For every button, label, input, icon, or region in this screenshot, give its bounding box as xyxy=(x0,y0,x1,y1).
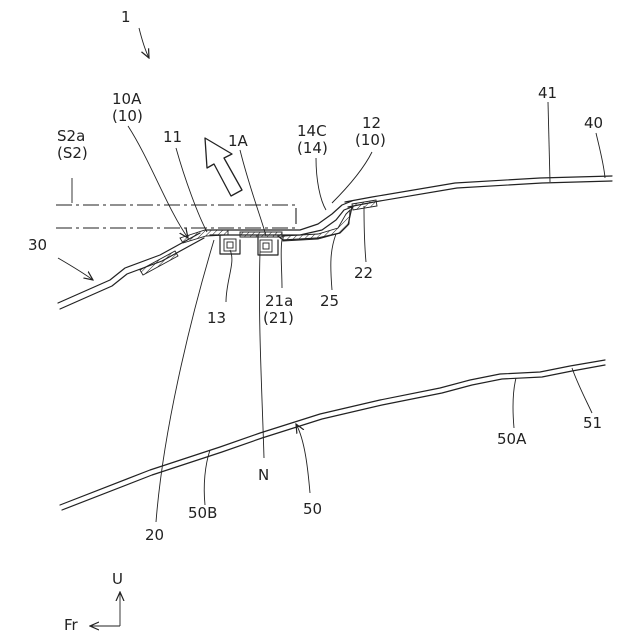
seal-22 xyxy=(352,200,377,210)
label-10A: 10A xyxy=(112,90,142,108)
reference-labels: 1 10A (10) S2a (S2) 11 1A 14C (14) 12 (1… xyxy=(28,8,603,634)
label-N: N xyxy=(258,466,269,484)
label-21a-paren: (21) xyxy=(263,309,294,327)
fastener-13 xyxy=(220,236,240,254)
label-51: 51 xyxy=(583,414,602,432)
label-50: 50 xyxy=(303,500,322,518)
label-14C-paren: (14) xyxy=(297,139,328,157)
label-12: 12 xyxy=(362,114,381,132)
label-41: 41 xyxy=(538,84,557,102)
label-12-paren: (10) xyxy=(355,131,386,149)
label-11: 11 xyxy=(163,128,182,146)
label-30: 30 xyxy=(28,236,47,254)
roof-panel-40 xyxy=(345,176,612,207)
label-1A: 1A xyxy=(228,132,249,150)
label-22: 22 xyxy=(354,264,373,282)
label-10A-paren: (10) xyxy=(112,107,143,125)
direction-indicator xyxy=(90,592,120,626)
panel-10A xyxy=(180,230,282,243)
label-40: 40 xyxy=(584,114,603,132)
label-Fr: Fr xyxy=(64,616,79,634)
fastener-21 xyxy=(258,236,278,255)
label-14C: 14C xyxy=(297,122,327,140)
label-1: 1 xyxy=(121,8,131,26)
label-13: 13 xyxy=(207,309,226,327)
label-25: 25 xyxy=(320,292,339,310)
label-21a: 21a xyxy=(265,292,293,310)
label-U: U xyxy=(112,570,123,588)
label-20: 20 xyxy=(145,526,164,544)
label-S2a-paren: (S2) xyxy=(57,144,88,162)
label-50B: 50B xyxy=(188,504,217,522)
label-S2a: S2a xyxy=(57,127,85,145)
label-50A: 50A xyxy=(497,430,527,448)
